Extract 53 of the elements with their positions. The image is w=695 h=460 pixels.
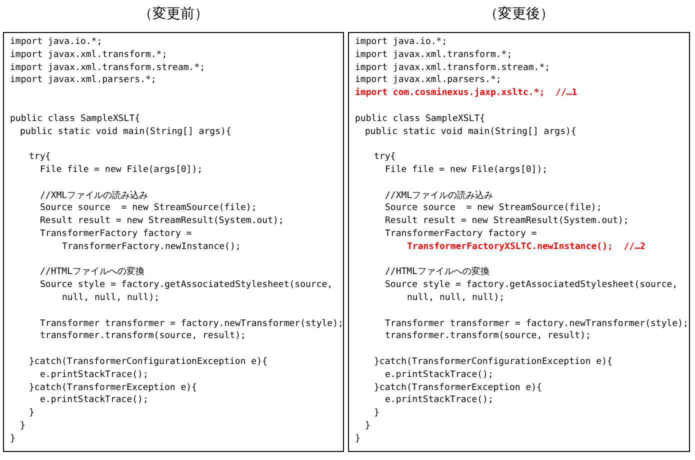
code-line: import java.io.*; <box>355 37 448 48</box>
code-line: public static void main(String[] args){ <box>20 126 232 138</box>
code-line: //HTMLファイルへの変換 <box>385 267 490 278</box>
code-line: }catch(TransformerConfigurationException e){ <box>374 357 612 368</box>
code-line: import javax.xml.parsers.*; <box>10 75 156 86</box>
code-line: Transformer transformer = factory.newTransformer(style); <box>385 318 688 330</box>
code-line: }catch(TransformerException e){ <box>29 382 197 394</box>
code-line: File file = new File(args[0]); <box>385 165 548 176</box>
code-line: e.printStackTrace(); <box>385 370 494 381</box>
code-line: Result result = new StreamResult(System.out); <box>40 216 284 228</box>
panel-heading: （変更前） <box>138 5 210 23</box>
code-line: try{ <box>374 152 396 164</box>
code-line: } <box>10 434 16 445</box>
code-line: } <box>355 434 360 445</box>
code-line: null, null, null); <box>62 293 160 304</box>
code-line: //HTMLファイルへの変換 <box>40 267 145 278</box>
code-line: e.printStackTrace(); <box>40 370 148 381</box>
code-line: transformer.transform(source, result); <box>385 331 591 342</box>
code-line: TransformerFactory factory = <box>40 229 192 240</box>
code-line: TransformerFactory.newInstance(); <box>62 242 241 253</box>
code-line: import javax.xml.transform.stream.*; <box>355 62 550 74</box>
code-line: //XMLファイルの読み込み <box>40 190 148 202</box>
code-line: Result result = new StreamResult(System.out); <box>385 216 629 228</box>
code-line: //XMLファイルの読み込み <box>385 190 494 202</box>
code-line: }catch(TransformerException e){ <box>374 382 542 394</box>
code-line: Source source = new StreamSource(file); <box>40 203 257 214</box>
code-line: TransformerFactory factory = <box>385 229 537 240</box>
code-line: transformer.transform(source, result); <box>40 331 246 342</box>
code-line: null, null, null); <box>407 293 505 304</box>
panel-heading: （変更後） <box>483 5 555 23</box>
code-line: Source source = new StreamSource(file); <box>385 203 602 214</box>
code-line: e.printStackTrace(); <box>40 395 148 406</box>
code-line: import java.io.*; <box>10 37 102 48</box>
code-line: Transformer transformer = factory.newTransformer(style); <box>40 318 344 330</box>
code-line: public class SampleXSLT{ <box>355 114 486 125</box>
code-line: } <box>374 408 380 420</box>
code-line: public class SampleXSLT{ <box>10 114 140 125</box>
code-line: public static void main(String[] args){ <box>365 126 576 138</box>
code-line: import javax.xml.transform.*; <box>10 50 168 61</box>
code-line: } <box>365 421 370 432</box>
code-line: TransformerFactoryXSLTC.newInstance(); //…2 <box>407 242 646 253</box>
code-line: Source style = factory.getAssociatedStylesheet(source, <box>385 280 678 292</box>
code-line: File file = new File(args[0]); <box>40 165 203 176</box>
code-line: } <box>29 408 34 420</box>
code-line: import com.cosminexus.jaxp.xsltc.*; //…1 <box>355 88 578 100</box>
code-line: import javax.xml.transform.*; <box>355 50 512 61</box>
code-line: import javax.xml.parsers.*; <box>355 75 502 86</box>
code-line: }catch(TransformerConfigurationException e){ <box>29 357 268 368</box>
code-line: e.printStackTrace(); <box>385 395 494 406</box>
code-line: import javax.xml.transform.stream.*; <box>10 62 206 74</box>
code-line: try{ <box>29 152 51 164</box>
code-line: } <box>20 421 26 432</box>
code-line: Source style = factory.getAssociatedStylesheet(source, <box>40 280 333 292</box>
